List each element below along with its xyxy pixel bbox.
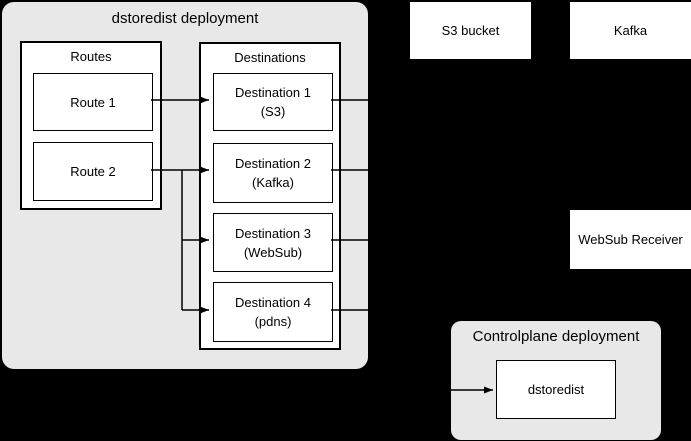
destination-3-node[interactable]: Destination 3 (WebSub) (213, 213, 333, 272)
controlplane-dstoredist-node[interactable]: dstoredist (496, 360, 616, 419)
s3-bucket-label: S3 bucket (441, 23, 500, 38)
destination-4-node[interactable]: Destination 4 (pdns) (213, 282, 333, 342)
kafka-node[interactable]: Kafka (570, 2, 691, 59)
destination-1-target: (S3) (260, 104, 286, 119)
dstoredist-deployment-title: dstoredist deployment (111, 10, 259, 27)
destination-3-target: (WebSub) (243, 244, 303, 260)
destination-1-name: Destination 1 (235, 85, 311, 100)
route-1-node[interactable]: Route 1 (33, 73, 153, 131)
destination-1-node[interactable]: Destination 1 (S3) (213, 73, 333, 131)
kafka-label: Kafka (613, 23, 648, 38)
destinations-group[interactable]: Destinations Destination 1 (S3) Destinat… (199, 42, 341, 350)
s3-bucket-node[interactable]: S3 bucket (410, 2, 531, 59)
routes-group[interactable]: Routes Route 1 Route 2 (20, 41, 162, 210)
destinations-group-title: Destinations (234, 50, 306, 65)
route-2-node[interactable]: Route 2 (33, 142, 153, 201)
controlplane-deployment-title: Controlplane deployment (472, 328, 640, 345)
websub-receiver-node[interactable]: WebSub Receiver (570, 210, 691, 269)
destination-2-node[interactable]: Destination 2 (Kafka) (213, 143, 333, 203)
controlplane-deployment-container[interactable]: Controlplane deployment dstoredist (451, 321, 661, 440)
route-1-label: Route 1 (70, 94, 116, 110)
destination-4-name: Destination 4 (235, 295, 311, 310)
destination-4-target: (pdns) (254, 314, 292, 329)
dstoredist-deployment-container[interactable]: dstoredist deployment Routes Route 1 Rou… (2, 2, 368, 369)
destination-2-target: (Kafka) (252, 175, 294, 190)
route-2-label: Route 2 (70, 164, 116, 179)
destination-2-name: Destination 2 (235, 156, 311, 171)
destination-3-name: Destination 3 (235, 225, 311, 241)
controlplane-dstoredist-label: dstoredist (527, 382, 585, 397)
websub-receiver-label: WebSub Receiver (578, 232, 683, 247)
routes-group-title: Routes (70, 49, 112, 64)
